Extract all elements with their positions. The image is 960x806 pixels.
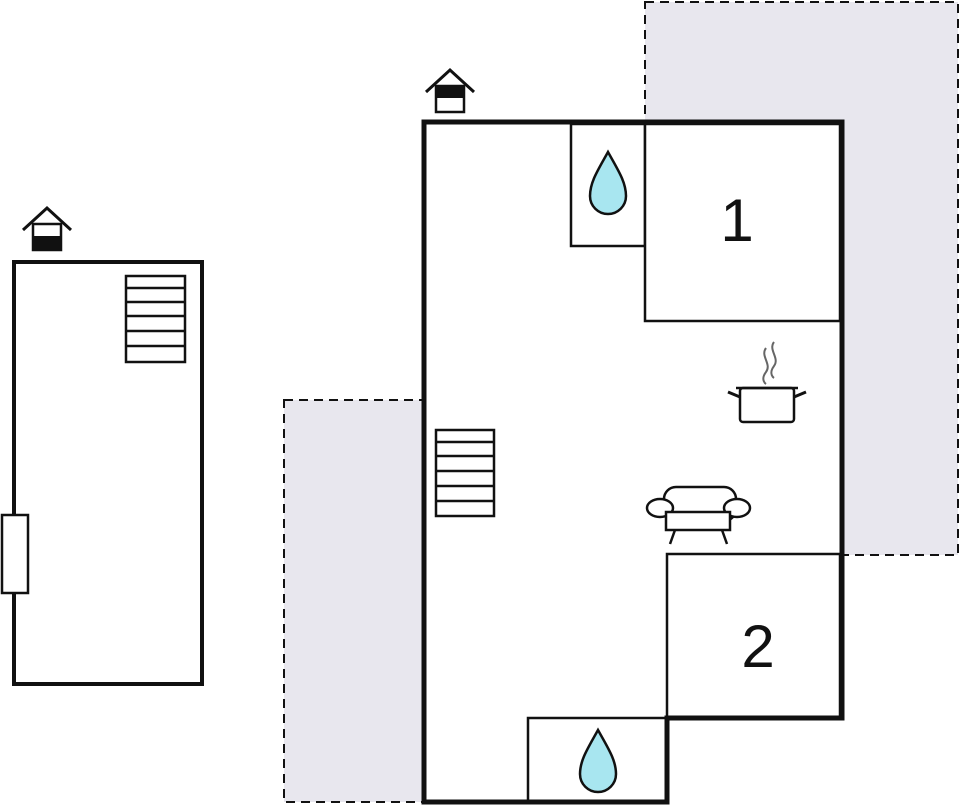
terrace-bottom-left: [283, 399, 427, 803]
main-building-outline: [421, 119, 845, 805]
room-label-2: 2: [741, 613, 774, 680]
stairs-icon: [434, 428, 496, 518]
room-label-1: 1: [720, 187, 753, 254]
water-drop-icon: [588, 149, 628, 216]
entrance-icon: [424, 67, 476, 114]
door-icon: [0, 513, 30, 595]
sofa-icon: [645, 485, 752, 545]
entrance-icon: [21, 205, 73, 252]
bedroom-1: [643, 122, 842, 323]
water-drop-icon: [578, 727, 618, 794]
stairs-icon: [124, 274, 187, 364]
bedroom-2: [665, 552, 842, 720]
cooking-pot-icon: [727, 341, 807, 424]
